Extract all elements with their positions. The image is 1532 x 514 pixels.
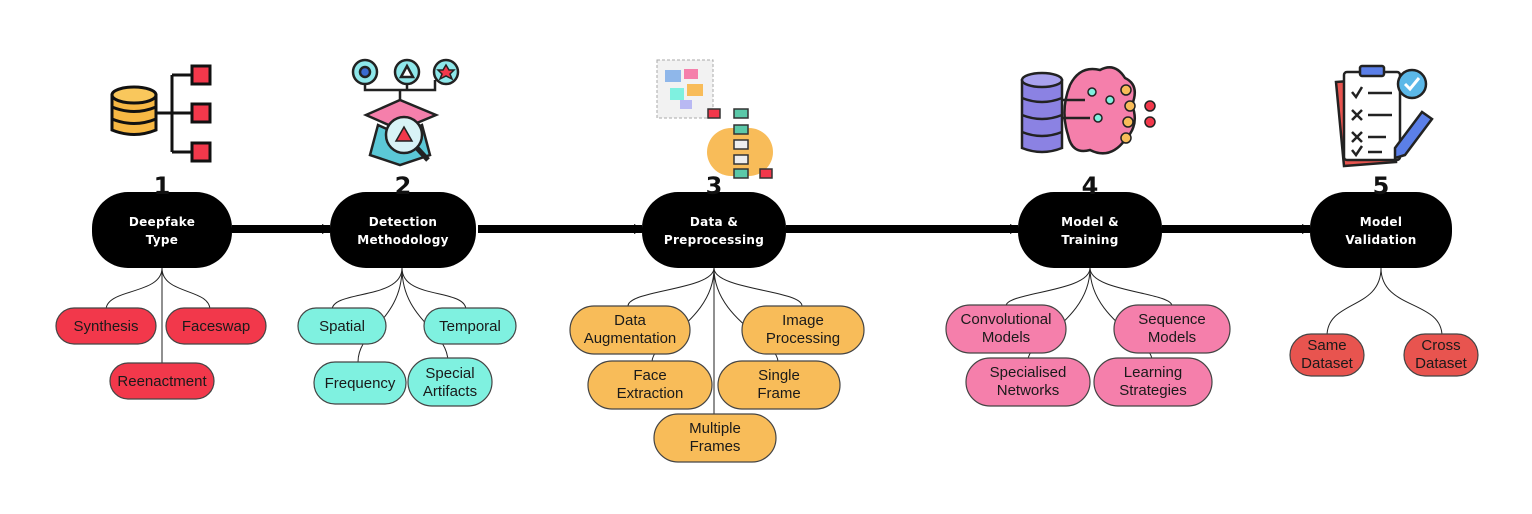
- leaf-same-dataset: Same Dataset: [1289, 333, 1365, 377]
- leaf-image-processing: Image Processing: [741, 305, 865, 355]
- leaf-faceswap: Faceswap: [165, 307, 267, 345]
- svg-text:Synthesis: Synthesis: [73, 318, 138, 335]
- leaf-special-artifacts: Special Artifacts: [407, 357, 493, 407]
- stage-title-line-1: Detection: [369, 215, 437, 229]
- svg-text:Frequency: Frequency: [325, 375, 396, 392]
- stage-bubble: [1018, 192, 1162, 268]
- leaf-convolutional-models: Convolutional Models: [945, 304, 1067, 354]
- stage-title-line-2: Validation: [1345, 233, 1416, 247]
- leaf-single-frame: Single Frame: [717, 360, 841, 410]
- svg-text:Same: Same: [1307, 337, 1346, 354]
- checklist-icon: [1334, 64, 1434, 168]
- svg-text:Sequence: Sequence: [1138, 311, 1206, 328]
- leaf-face-extraction: Face Extraction: [587, 360, 713, 410]
- leaf-reenactment: Reenactment: [109, 362, 215, 400]
- svg-text:Models: Models: [982, 329, 1030, 346]
- stage-title-line-1: Data &: [690, 215, 738, 229]
- svg-text:Data: Data: [614, 312, 646, 329]
- svg-text:Spatial: Spatial: [319, 318, 365, 335]
- detection-box-icon: [351, 58, 460, 167]
- svg-text:Processing: Processing: [766, 330, 840, 347]
- stage-title-line-1: Deepfake: [129, 215, 195, 229]
- leaf-cross-dataset: Cross Dataset: [1403, 333, 1479, 377]
- svg-text:Models: Models: [1148, 329, 1196, 346]
- svg-text:Single: Single: [758, 367, 800, 384]
- database-tree-icon: [110, 64, 212, 163]
- svg-text:Learning: Learning: [1124, 364, 1182, 381]
- leaf-temporal: Temporal: [423, 307, 517, 345]
- stage-bubble: [1310, 192, 1452, 268]
- leaf-multiple-frames: Multiple Frames: [653, 413, 777, 463]
- stage-number: 5: [1373, 172, 1390, 200]
- stage-number: 1: [154, 172, 171, 200]
- stage-5: 5 Model Validation: [1310, 172, 1452, 268]
- leaf-learning-strategies: Learning Strategies: [1093, 357, 1213, 407]
- svg-text:Multiple: Multiple: [689, 420, 741, 437]
- svg-text:Networks: Networks: [997, 382, 1060, 399]
- leaf-data-augmentation: Data Augmentation: [569, 305, 691, 355]
- svg-text:Temporal: Temporal: [439, 318, 501, 335]
- svg-text:Artifacts: Artifacts: [423, 383, 477, 400]
- svg-text:Strategies: Strategies: [1119, 382, 1187, 399]
- stage-title-line-2: Preprocessing: [664, 233, 764, 247]
- stage-bubble: [642, 192, 786, 268]
- leaf-sequence-models: Sequence Models: [1113, 304, 1231, 354]
- svg-text:Face: Face: [633, 367, 666, 384]
- leaf-specialised-networks: Specialised Networks: [965, 357, 1091, 407]
- stage-title-line-1: Model &: [1061, 215, 1119, 229]
- svg-text:Dataset: Dataset: [1415, 355, 1468, 372]
- stage-number: 3: [706, 172, 723, 200]
- stage-title-line-1: Model: [1360, 215, 1403, 229]
- data-pipeline-icon: [656, 59, 773, 179]
- svg-text:Reenactment: Reenactment: [117, 373, 207, 390]
- svg-text:Dataset: Dataset: [1301, 355, 1354, 372]
- svg-text:Frames: Frames: [690, 438, 741, 455]
- leaf-spatial: Spatial: [297, 307, 387, 345]
- database-brain-icon: [1020, 66, 1156, 155]
- stage-bubble: [330, 192, 476, 268]
- stage-title-line-2: Type: [146, 233, 179, 247]
- svg-text:Frame: Frame: [757, 385, 800, 402]
- stage-number: 2: [395, 172, 412, 200]
- leaf-frequency: Frequency: [313, 361, 407, 405]
- stage-1: 1 Deepfake Type: [92, 172, 232, 268]
- svg-text:Cross: Cross: [1421, 337, 1460, 354]
- svg-text:Augmentation: Augmentation: [584, 330, 677, 347]
- svg-text:Image: Image: [782, 312, 824, 329]
- stage-4: 4 Model & Training: [1018, 172, 1162, 268]
- leaf-synthesis: Synthesis: [55, 307, 157, 345]
- svg-text:Special: Special: [425, 365, 474, 382]
- stage-2: 2 Detection Methodology: [330, 172, 476, 268]
- stage-title-line-2: Training: [1061, 233, 1118, 247]
- svg-text:Specialised: Specialised: [990, 364, 1067, 381]
- svg-text:Extraction: Extraction: [617, 385, 684, 402]
- stage-title-line-2: Methodology: [357, 233, 449, 247]
- stage-3: 3 Data & Preprocessing: [642, 172, 786, 268]
- stage-number: 4: [1082, 172, 1099, 200]
- svg-text:Faceswap: Faceswap: [182, 318, 250, 335]
- svg-text:Convolutional: Convolutional: [961, 311, 1052, 328]
- stage-bubble: [92, 192, 232, 268]
